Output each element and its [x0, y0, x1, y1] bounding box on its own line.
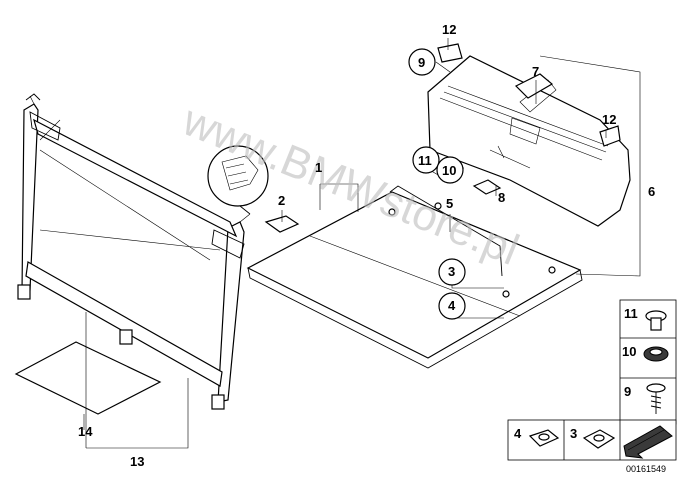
legend-label-9: 9	[624, 384, 631, 399]
legend-label-11: 11	[624, 306, 638, 321]
detail-bubble	[207, 145, 300, 233]
trunk-trim-panel	[427, 43, 631, 227]
screw-9-icon	[646, 383, 666, 414]
floor-mat	[14, 341, 162, 415]
label-part-2: 2	[278, 193, 285, 208]
label-part-4: 4	[448, 298, 456, 313]
label-part-14: 14	[78, 424, 93, 439]
legend-label-10: 10	[622, 344, 636, 359]
floor-panel	[246, 185, 583, 369]
clip-11-icon	[645, 310, 667, 331]
label-part-3: 3	[448, 264, 455, 279]
arrow-icon	[623, 425, 673, 459]
label-part-1: 1	[315, 160, 322, 175]
luggage-net-frame	[17, 93, 251, 410]
grommet-4-icon	[528, 429, 560, 447]
label-part-9: 9	[418, 55, 425, 70]
label-part-5: 5	[446, 196, 453, 211]
label-part-7: 7	[532, 64, 539, 79]
label-part-11: 11	[418, 153, 432, 168]
grommet-3-icon	[582, 429, 616, 449]
label-part-8: 8	[498, 190, 505, 205]
catalog-number: 00161549	[626, 464, 666, 474]
callout-circles	[408, 48, 466, 320]
fastener-legend: 11 10 9 4 3 00	[507, 299, 677, 474]
label-part-13: 13	[130, 454, 144, 469]
nut-10-icon	[643, 346, 669, 362]
label-part-6: 6	[648, 184, 655, 199]
legend-label-4: 4	[514, 426, 522, 441]
label-part-12-top: 12	[442, 22, 456, 37]
legend-label-3: 3	[570, 426, 577, 441]
label-part-12-right: 12	[602, 112, 616, 127]
label-part-10: 10	[442, 163, 456, 178]
